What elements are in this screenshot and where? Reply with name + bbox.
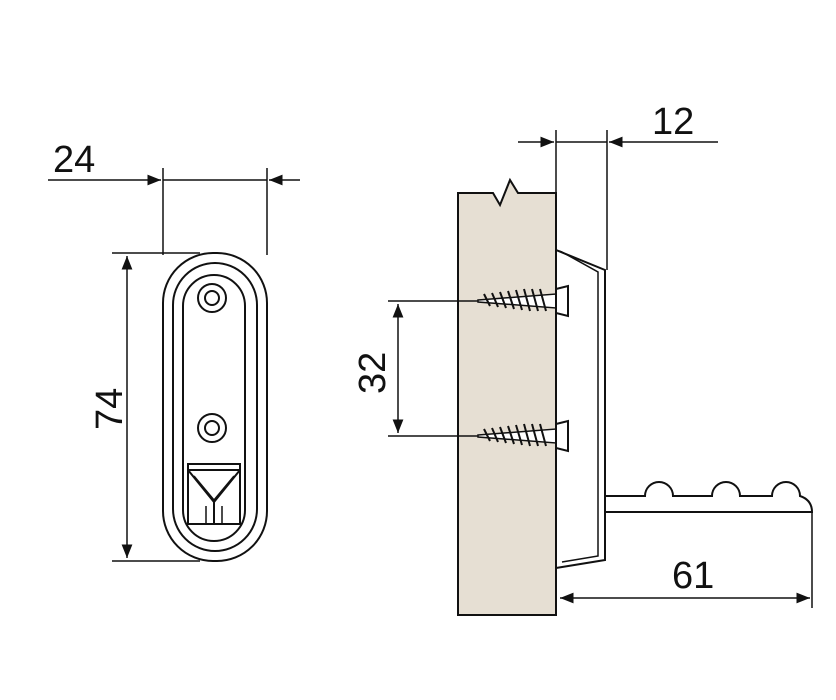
bracket-side-view: [555, 249, 814, 569]
bottom-screw-hole: [197, 413, 227, 443]
dimension-length-label: 61: [672, 555, 714, 597]
latch-detail: [187, 463, 241, 525]
dimension-screw-spacing-label: 32: [352, 352, 394, 394]
dimension-depth-label: 12: [652, 101, 694, 143]
dimension-height: 74: [89, 252, 200, 562]
dimension-width-label: 24: [53, 139, 95, 181]
rail-profile: [605, 481, 814, 513]
dimension-height-label: 74: [89, 388, 131, 430]
dimension-width: 24: [48, 139, 300, 255]
dimension-screw-spacing: 32: [352, 300, 478, 437]
top-screw-hole: [197, 283, 227, 313]
dimension-depth: 12: [518, 101, 718, 270]
top-screw: [477, 284, 569, 318]
front-view-part: [162, 252, 268, 562]
dimension-length: 61: [560, 512, 813, 608]
wood-panel: [457, 177, 557, 616]
